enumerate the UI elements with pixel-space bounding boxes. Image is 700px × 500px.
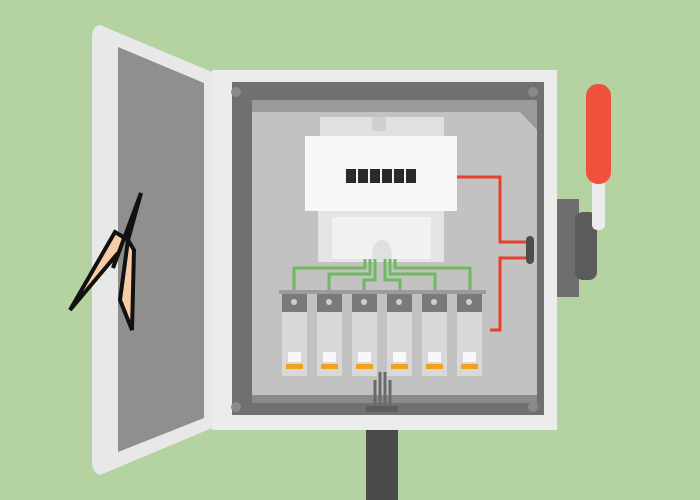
bottom-cables (366, 372, 398, 412)
circuit-breaker-6[interactable] (457, 292, 482, 376)
open-door (68, 25, 224, 475)
electricity-meter (305, 117, 457, 262)
screw-bottom-right (528, 402, 538, 412)
circuit-breaker-5[interactable] (422, 292, 447, 376)
warning-lightning-icon (68, 192, 143, 331)
breaker-din-rail (279, 290, 486, 294)
circuit-breaker-1[interactable] (282, 292, 307, 376)
screw-top-right (528, 87, 538, 97)
screw-top-left (231, 87, 241, 97)
circuit-breaker-2[interactable] (317, 292, 342, 376)
meter-digit-display (346, 169, 416, 183)
circuit-breaker-4[interactable] (387, 292, 412, 376)
circuit-breaker-3[interactable] (352, 292, 377, 376)
main-switch-lever-icon[interactable] (557, 84, 611, 297)
green-wires (292, 259, 472, 292)
side-terminal (526, 236, 534, 264)
red-wires (457, 175, 526, 332)
circuit-breakers (279, 290, 486, 376)
screw-bottom-left (231, 402, 241, 412)
support-pole (366, 428, 398, 500)
